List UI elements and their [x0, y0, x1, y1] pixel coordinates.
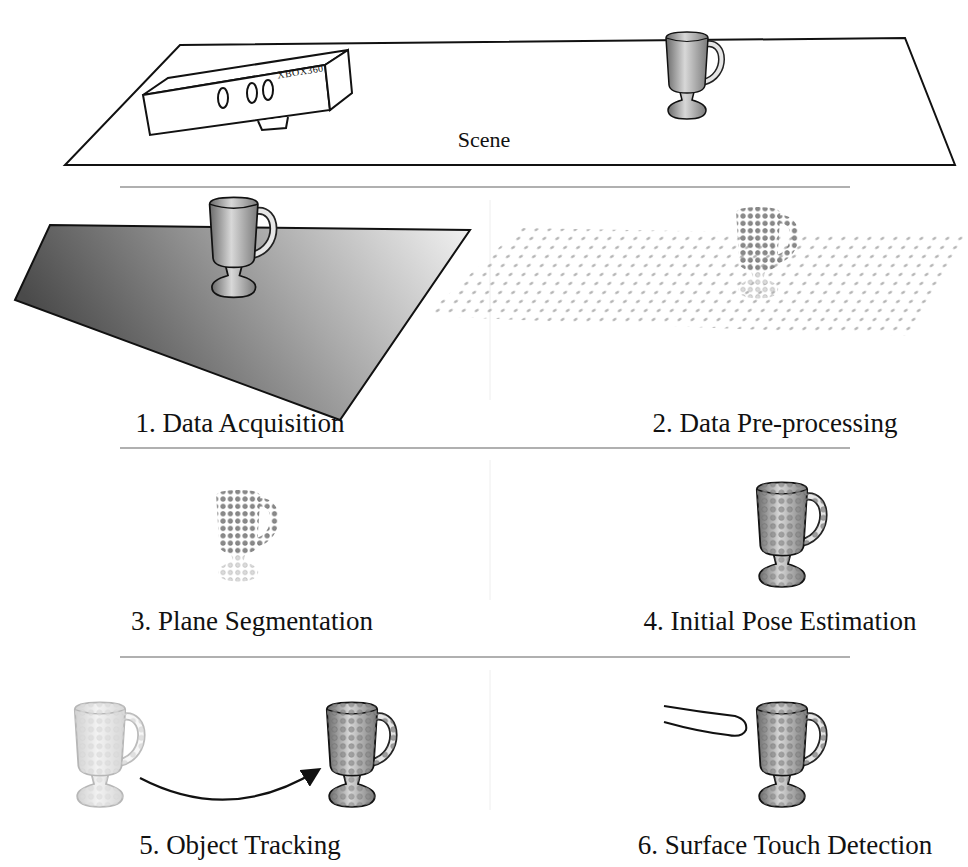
point-cloud-mug: [736, 207, 794, 298]
finger: [664, 706, 746, 736]
scene-label: Scene: [458, 127, 511, 152]
step-caption: 4. Initial Pose Estimation: [644, 606, 917, 637]
mug: [210, 197, 274, 297]
table-plane: [65, 38, 955, 165]
posed-mug: [757, 482, 824, 586]
touched-mug: [757, 702, 824, 806]
device-label: XBOX360: [276, 63, 324, 82]
step-caption: 1. Data Acquisition: [135, 408, 344, 439]
segmented-mug: [216, 490, 274, 581]
step-caption: 5. Object Tracking: [139, 830, 341, 861]
step-caption: 3. Plane Segmentation: [131, 606, 373, 637]
tracked-mug: [327, 702, 394, 806]
step-caption: 6. Surface Touch Detection: [638, 830, 933, 861]
point-cloud-plane: [425, 228, 965, 336]
mug: [666, 32, 722, 119]
kinect-sensor: [143, 50, 352, 135]
motion-arrow: [140, 770, 318, 800]
previous-pose-mug: [75, 702, 142, 806]
step-caption: 2. Data Pre-processing: [652, 408, 897, 439]
